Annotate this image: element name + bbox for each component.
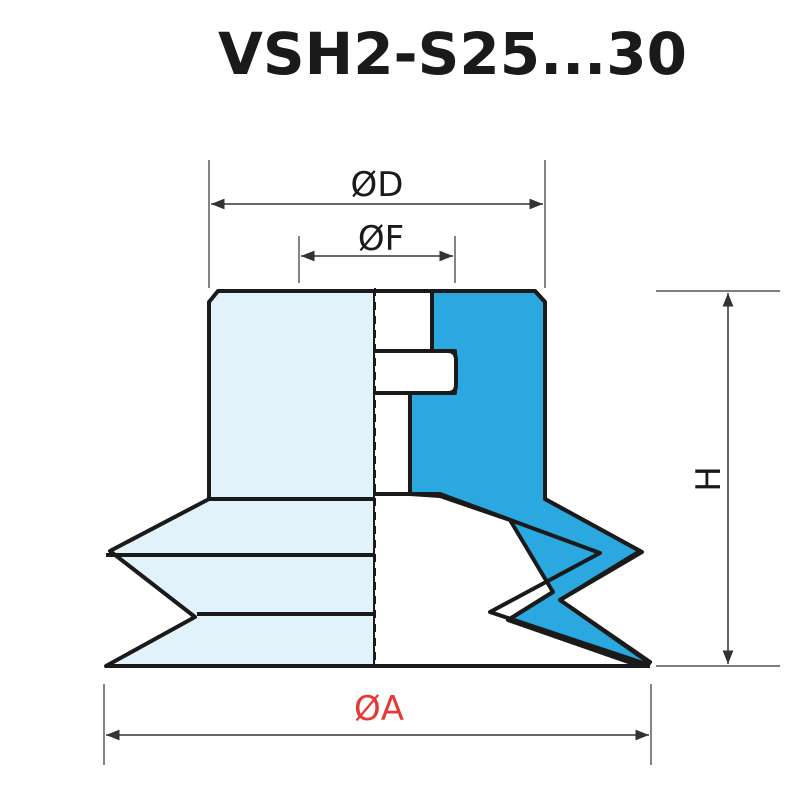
dimension-A: ØA: [103, 684, 652, 765]
label-H: H: [689, 466, 729, 492]
cup-right-section: [106, 289, 653, 668]
drawing-title: VSH2-S25...30: [218, 20, 687, 88]
dimension-D: ØD: [208, 160, 546, 288]
title-area: VSH2-S25...30: [0, 0, 800, 110]
label-A: ØA: [354, 689, 404, 729]
cup-left-half: [104, 289, 377, 668]
dimension-F: ØF: [298, 219, 456, 283]
label-D: ØD: [351, 165, 404, 205]
label-F: ØF: [358, 219, 404, 259]
dimension-H: H: [656, 290, 780, 667]
